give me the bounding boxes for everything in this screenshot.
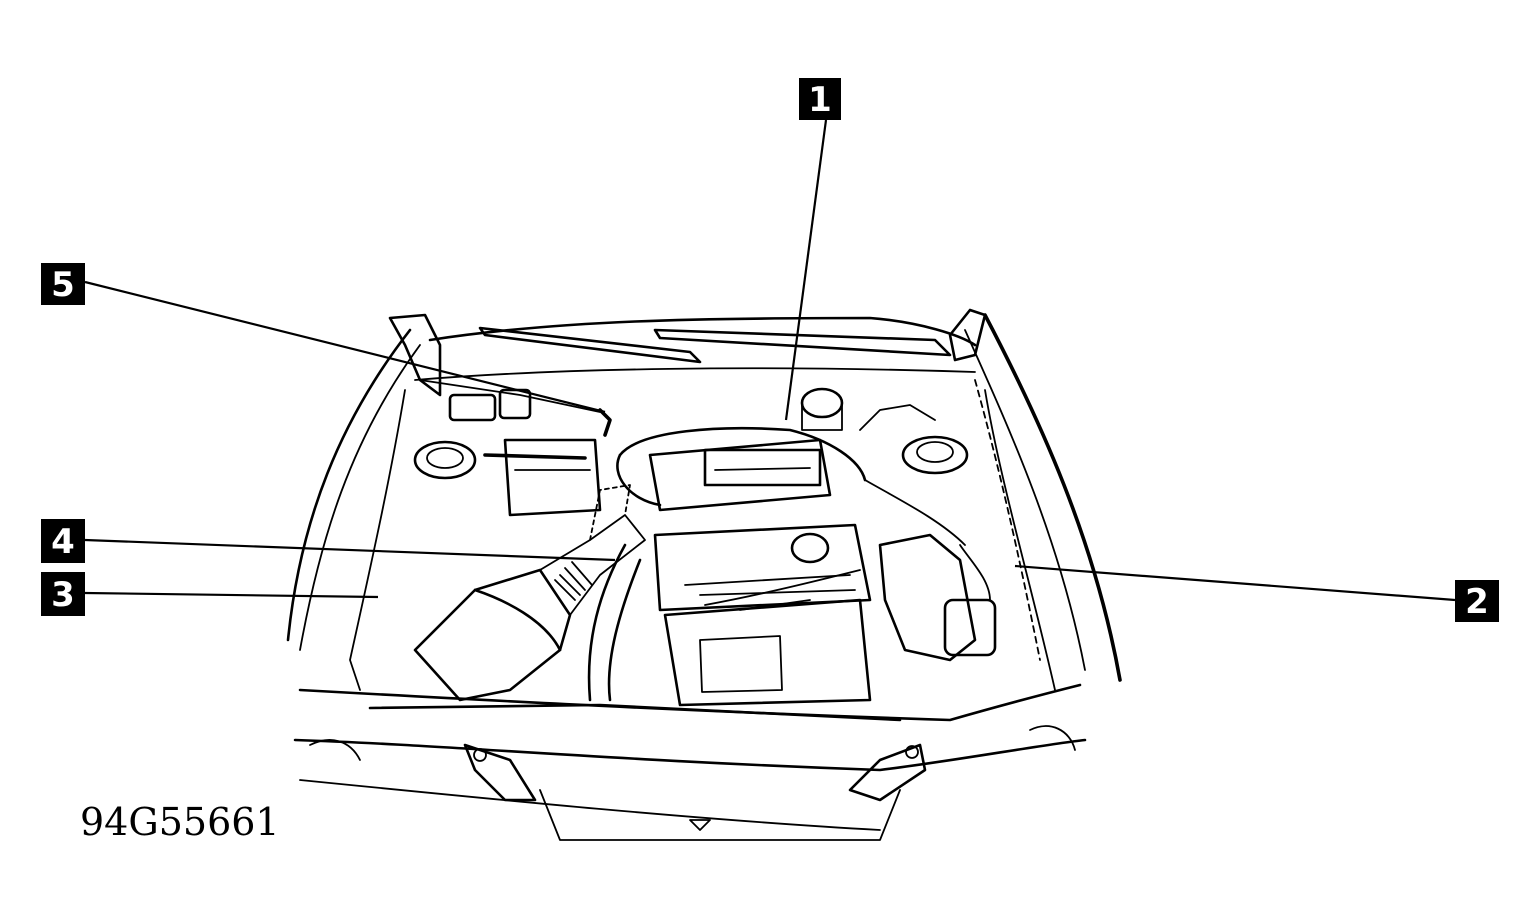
callout-4-number: 4 bbox=[51, 522, 75, 562]
callout-3: 3 bbox=[41, 572, 85, 616]
leader-1 bbox=[784, 119, 828, 421]
right-side-components bbox=[859, 404, 997, 662]
callout-5: 5 bbox=[41, 263, 85, 305]
callout-3-number: 3 bbox=[51, 575, 75, 615]
leader-4 bbox=[84, 538, 616, 562]
callout-2: 2 bbox=[1455, 580, 1499, 622]
callout-5-number: 5 bbox=[51, 265, 75, 305]
engine-bay-outline bbox=[286, 308, 1122, 841]
figure-id-label: 94G55661 bbox=[80, 800, 280, 844]
shock-towers bbox=[413, 435, 969, 480]
leader-3 bbox=[84, 591, 379, 599]
callout-leaders bbox=[84, 119, 1456, 602]
callout-2-number: 2 bbox=[1465, 582, 1489, 622]
leader-2 bbox=[1014, 564, 1456, 602]
front-crossmember bbox=[309, 703, 1076, 831]
leader-5 bbox=[84, 280, 606, 414]
engine-block bbox=[587, 387, 872, 707]
callout-1-number: 1 bbox=[808, 80, 832, 120]
callout-1: 1 bbox=[799, 78, 841, 120]
battery-area bbox=[419, 379, 612, 517]
air-intake bbox=[413, 484, 646, 702]
callout-4: 4 bbox=[41, 519, 85, 563]
